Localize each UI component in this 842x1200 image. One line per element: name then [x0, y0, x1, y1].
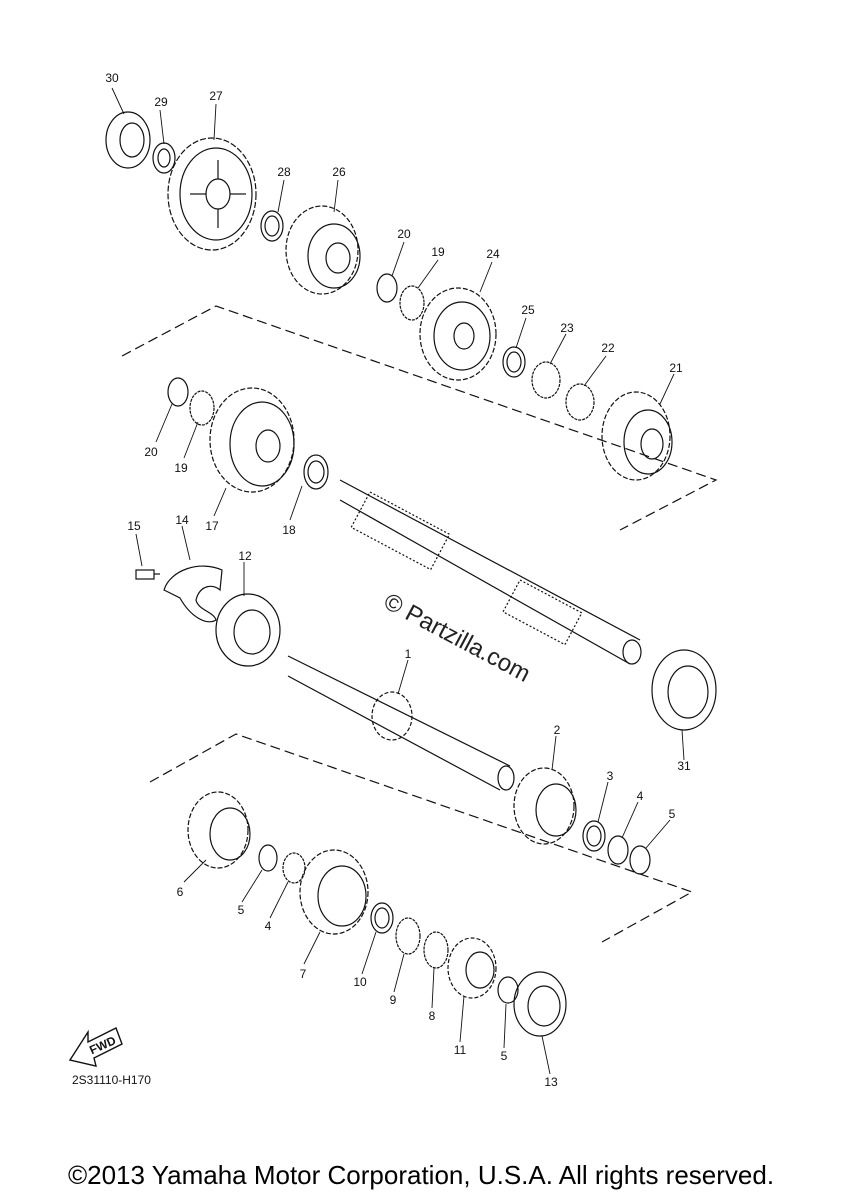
part-label: 5: [501, 1049, 508, 1063]
part-label: 31: [677, 759, 691, 773]
washer-19-mid: [189, 390, 215, 426]
bearing-30: [105, 111, 151, 169]
part-label: 18: [282, 523, 296, 537]
leader-lines: [111, 87, 685, 1075]
part-label: 5: [238, 903, 245, 917]
part-label: 3: [607, 769, 614, 783]
washer-4-left: [282, 852, 306, 884]
part-label: 14: [175, 513, 189, 527]
gear-7: [299, 849, 369, 935]
washer-9: [395, 917, 421, 955]
part-label: 4: [265, 919, 272, 933]
bearing-25: [502, 346, 526, 378]
part-label: 27: [209, 89, 223, 103]
part-label: 19: [431, 245, 445, 259]
part-label: 21: [669, 361, 683, 375]
part-label: 15: [127, 519, 141, 533]
bearing-28: [260, 210, 284, 242]
part-label: 20: [397, 227, 411, 241]
part-label: 19: [174, 461, 188, 475]
washer-23: [531, 361, 561, 399]
fwd-arrow-icon: FWD: [68, 1027, 123, 1067]
part-label: 12: [238, 549, 252, 563]
washer-4-right: [607, 835, 629, 865]
part-label: 13: [544, 1075, 558, 1089]
circlip-20-mid: [167, 377, 189, 407]
diagram-code: 2S31110-H170: [72, 1073, 151, 1087]
circlip-5-right: [629, 845, 651, 875]
washer-8: [423, 931, 449, 969]
drive-axle: [339, 479, 642, 665]
part-label: 22: [601, 341, 615, 355]
gear-21: [601, 391, 673, 481]
part-label: 1: [405, 647, 412, 661]
gear-6: [187, 791, 251, 869]
part-label: 11: [454, 1043, 467, 1057]
part-label: 30: [105, 71, 119, 85]
washer-29: [152, 142, 176, 174]
gear-2: [513, 767, 577, 845]
washer-19-upper: [399, 285, 425, 321]
bearing-31: [651, 649, 717, 731]
washer-22: [565, 383, 595, 421]
gear-24: [419, 287, 497, 381]
bearing-18: [303, 454, 329, 490]
bearing-10: [370, 902, 394, 934]
part-label: 10: [353, 975, 367, 989]
circlip-20-upper: [376, 273, 398, 303]
part-label: 2: [554, 723, 561, 737]
part-label: 20: [144, 445, 158, 459]
part-label: 28: [277, 165, 291, 179]
part-label: 9: [390, 993, 397, 1007]
main-axle-1: [287, 655, 515, 791]
gear-11: [447, 937, 497, 999]
gear-26: [285, 205, 361, 295]
gear-17: [209, 387, 295, 493]
part-label: 29: [154, 95, 168, 109]
bearing-13: [513, 971, 567, 1037]
part-label: 7: [300, 967, 307, 981]
part-label: 8: [429, 1009, 436, 1023]
part-label: 5: [669, 807, 676, 821]
part-label: 24: [486, 247, 500, 261]
copyright-notice: ©2013 Yamaha Motor Corporation, U.S.A. A…: [67, 1160, 775, 1190]
part-label: 17: [205, 519, 219, 533]
bearing-3: [582, 820, 606, 852]
part-label: 25: [521, 303, 535, 317]
part-label: 23: [560, 321, 574, 335]
plate-14: [163, 565, 223, 623]
part-label: 4: [637, 789, 644, 803]
circlip-5-lower: [497, 976, 519, 1004]
part-label: 6: [177, 885, 184, 899]
gear-27: [167, 137, 257, 251]
lower-assembly-boundary: [149, 733, 694, 943]
part-number-labels: 1 2 3 4 5 6 5 4 7 10 9 8 11 5 13 12 14 1…: [105, 71, 691, 1089]
bearing-12: [215, 593, 281, 667]
upper-assembly-boundary: [121, 305, 718, 531]
part-label: 26: [332, 165, 346, 179]
screw-15: [135, 569, 160, 580]
circlip-5-left: [258, 844, 278, 872]
